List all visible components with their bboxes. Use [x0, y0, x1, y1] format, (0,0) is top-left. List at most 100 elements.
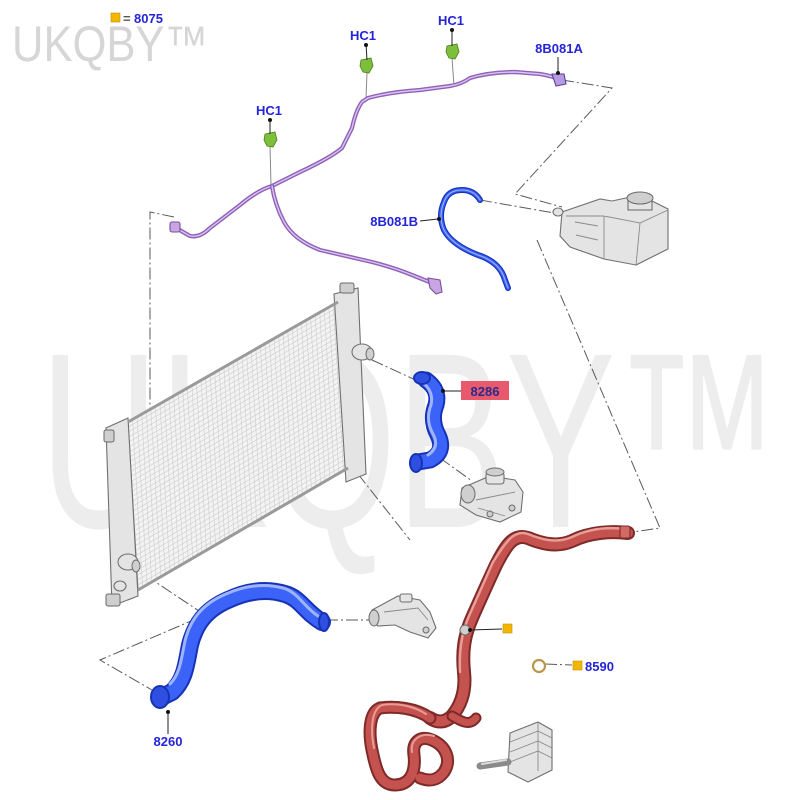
leader-dot — [450, 28, 454, 32]
clip-hc1-right — [445, 43, 460, 60]
radiator-fin-line — [296, 325, 308, 492]
radiator-drain-plug — [113, 580, 127, 592]
outlet-fitting-edge — [383, 607, 429, 621]
coolant-outlet-fitting — [368, 593, 437, 639]
radiator-bottom-rail — [137, 466, 349, 592]
radiator-fin-line — [228, 364, 239, 532]
vent-line-left-fitting — [169, 221, 181, 233]
leader-dot — [364, 43, 368, 47]
heater-hose-main-highlight — [458, 526, 628, 674]
label-upper-hose: 8286 — [471, 384, 500, 399]
leader-dot — [441, 389, 445, 393]
radiator-fin-line — [200, 380, 212, 548]
clip-hc1-left — [263, 131, 278, 148]
leader-vent-hose-b — [419, 218, 439, 222]
vent-line-branch — [269, 183, 435, 286]
radiator-fin-line — [196, 382, 207, 551]
lower-hose-highlight — [168, 584, 320, 686]
radiator-fin-line — [305, 320, 317, 487]
radiator-fin-line — [255, 348, 267, 516]
yellow-square-icon — [502, 623, 513, 634]
upper-radiator-hose — [409, 371, 450, 473]
oil-cooler-plates — [509, 722, 553, 771]
vent-lines — [169, 57, 567, 295]
label-hc1-middle: HC1 — [350, 28, 376, 43]
legend: = 8075 — [110, 11, 163, 26]
radiator-fin-line — [237, 359, 248, 527]
radiator-fin-line — [333, 304, 344, 471]
radiator-fin-line — [319, 312, 331, 479]
thermostat-housing-bolt — [508, 504, 516, 512]
radiator-top-bracket — [339, 282, 355, 294]
radiator-fin-line — [314, 315, 326, 482]
expansion-tank-edge — [566, 209, 669, 266]
radiator-fin-line — [132, 419, 143, 588]
heater-hose — [363, 525, 635, 792]
yellow-square-icon — [572, 660, 583, 671]
radiator-fin-line — [287, 330, 299, 498]
hose-clips — [263, 43, 460, 148]
radiator-fin-line — [191, 385, 203, 553]
vent-line-branch-highlight — [271, 185, 433, 284]
thermostat-housing-bolt — [486, 510, 494, 518]
connection-line-o-ring — [544, 663, 573, 666]
vent-line-main — [173, 69, 561, 239]
upper-hose-end — [413, 371, 431, 385]
radiator-fin-line — [209, 375, 221, 543]
radiator-fin-line — [177, 393, 189, 561]
oil-cooler-tube — [476, 758, 512, 770]
radiator-fin-line — [182, 390, 194, 559]
connection-lines — [98, 79, 661, 691]
radiator-fin-line — [187, 388, 198, 556]
connection-line-8b081a-tank — [514, 79, 613, 208]
expansion-tank-cap — [626, 191, 654, 205]
callouts: HC1 HC1 HC1 8B081A 8B081B 8286 8260 8590 — [154, 13, 614, 749]
label-hc1-left: HC1 — [256, 103, 282, 118]
radiator-fin-line — [292, 328, 303, 495]
heater-hose-junction-body — [448, 712, 480, 726]
radiator-fin-line — [324, 309, 335, 476]
o-ring — [531, 658, 547, 674]
oil-cooler-tube-highlight — [481, 759, 507, 765]
lower-hose-end — [318, 612, 330, 632]
radiator-fin-line — [278, 335, 289, 503]
expansion-tank-port — [552, 207, 564, 217]
heater-hose-loop-highlight — [371, 703, 435, 753]
radiator-fin-line — [241, 356, 253, 524]
radiator-fin-line — [282, 333, 294, 500]
radiator-fin-line — [155, 406, 166, 575]
radiator-fin-line — [269, 341, 280, 508]
connection-line-8b081b-tank — [479, 199, 561, 215]
radiator-fin-line — [250, 351, 262, 519]
radiator-fins — [128, 304, 348, 588]
upper-hose-highlight-box — [461, 381, 509, 400]
leader-dot — [268, 118, 272, 122]
legend-part-number: 8075 — [134, 11, 163, 26]
leader-heater-fastener — [469, 628, 503, 631]
expansion-tank — [552, 191, 669, 266]
oil-cooler — [476, 721, 553, 783]
radiator-fin-line — [136, 416, 148, 585]
outlet-fitting-spigot — [399, 593, 413, 603]
oil-cooler-body — [507, 721, 553, 783]
yellow-square-icon — [110, 12, 121, 23]
radiator-fin-line — [260, 346, 271, 514]
upper-hose-highlight — [420, 380, 438, 457]
radiator-fin-line — [273, 338, 285, 506]
radiator — [103, 282, 375, 607]
radiator-fin-line — [168, 398, 180, 567]
radiator-fin-line — [310, 317, 321, 484]
leader-dot — [166, 710, 170, 714]
connection-line-radiator-mid — [357, 473, 411, 541]
connection-line-radiator-lower — [98, 574, 207, 691]
upper-hose-end — [409, 453, 423, 473]
leader-dot — [468, 628, 472, 632]
radiator-inlet-opening — [365, 347, 375, 361]
radiator-fin-line — [214, 372, 226, 540]
expansion-tank-ridge — [574, 221, 599, 241]
outlet-fitting-inlet — [368, 609, 380, 627]
corner-watermark: UKQBY™ — [12, 16, 208, 72]
radiator-fin-line — [205, 377, 216, 545]
connection-line-upper-thermostat — [439, 457, 473, 482]
